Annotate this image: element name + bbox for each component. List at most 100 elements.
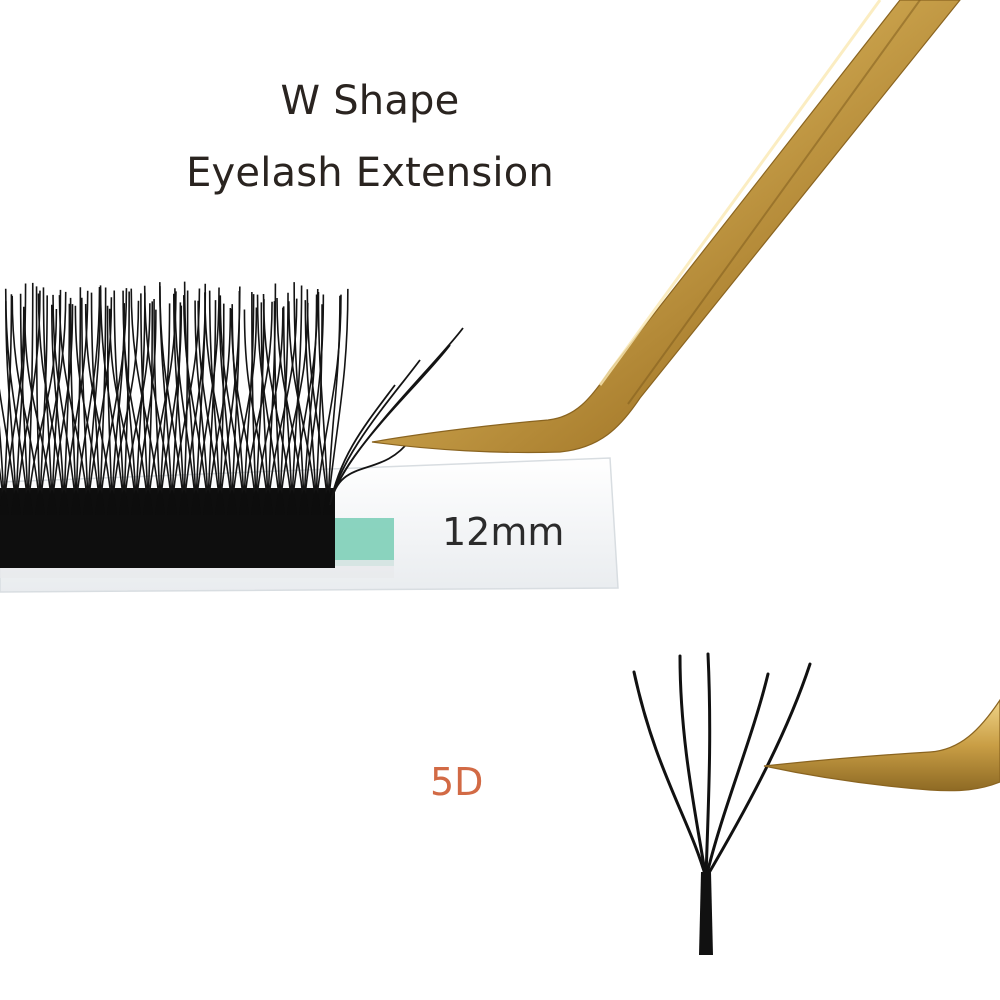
lash-fibre (243, 294, 255, 506)
lash-cluster-base (203, 490, 213, 515)
lash-fibre (75, 287, 82, 506)
lash-fan-icon (632, 652, 812, 955)
lash-fibre (195, 287, 220, 506)
lash-fibre (69, 297, 77, 506)
lash-fibre (230, 308, 257, 506)
lash-cluster-base (263, 490, 273, 515)
lash-fibre (303, 294, 318, 506)
lash-fibre (58, 295, 89, 506)
lash-fibre (74, 305, 101, 506)
lash-cluster-base (239, 490, 249, 515)
lash-cluster-base (311, 490, 321, 515)
title-line-2: Eyelash Extension (186, 150, 554, 196)
lash-fibre (108, 308, 137, 506)
lash-cluster-base (71, 490, 81, 515)
lash-fibre (23, 309, 53, 506)
lash-fibre (251, 291, 257, 506)
lash-fibre (327, 288, 349, 506)
lash-fibre (304, 300, 317, 506)
lash-row (0, 281, 464, 515)
lash-fibre (122, 306, 149, 506)
lash-fibre (282, 306, 293, 506)
lash-fibre (159, 286, 185, 506)
mint-tape (328, 518, 394, 566)
lash-cluster-base (299, 490, 309, 515)
lash-cluster-base (251, 490, 261, 515)
lash-fibre (0, 424, 5, 506)
lash-cluster-base (83, 490, 93, 515)
lash-fibre (273, 301, 281, 506)
lash-fibre (3, 306, 25, 506)
lash-fibre (153, 299, 161, 506)
lash-cluster-base (227, 490, 237, 515)
lash-cluster-base (323, 490, 333, 515)
lash-cluster-base (215, 490, 225, 515)
lash-fibre (197, 300, 221, 506)
lash-fibre (183, 290, 189, 506)
lash-fibre (75, 287, 101, 506)
lash-fibre (218, 296, 233, 506)
strip-length-label: 12mm (442, 510, 564, 554)
tweezers-icon (371, 0, 961, 454)
lash-fibre (219, 303, 225, 506)
lash-fibre (135, 292, 146, 506)
title-line-1: W Shape (280, 78, 460, 124)
lash-fibre (147, 301, 154, 506)
lash-fibre (231, 307, 258, 506)
lash-fibre (204, 292, 233, 506)
lash-fibre (207, 300, 217, 506)
lash-fibre (84, 303, 113, 506)
lash-cluster-base (131, 490, 141, 515)
lash-fibre (260, 302, 269, 506)
lash-cluster-base (11, 490, 21, 515)
lash-fibre (37, 293, 65, 506)
lash-cluster-base (107, 490, 117, 515)
lash-cluster-base (119, 490, 129, 515)
lash-fibre (306, 289, 329, 506)
lash-fibre (0, 467, 5, 506)
lash-fibre (303, 294, 325, 506)
lash-cluster-base (95, 490, 105, 515)
lash-fibre (11, 295, 41, 506)
lash-fibre (99, 285, 125, 506)
lash-fibre (194, 300, 209, 506)
lash-cluster-base (167, 490, 177, 515)
lash-fibre (130, 288, 161, 506)
lash-fibre (35, 286, 41, 506)
lash-fibre (219, 295, 245, 506)
lash-fibre (182, 295, 209, 506)
lash-fibre (174, 288, 197, 506)
lash-cluster-base (287, 490, 297, 515)
lash-fibre (50, 304, 65, 506)
lash-cluster-base (191, 490, 201, 515)
lash-fibre (135, 309, 157, 506)
lash-fibre (143, 285, 173, 506)
lash-cluster-base (275, 490, 285, 515)
lash-fibre (279, 292, 289, 506)
lash-fibre (208, 290, 221, 506)
lash-fibre (315, 304, 323, 506)
tweezers-icon-small (763, 698, 1000, 792)
lash-fibre (255, 299, 265, 506)
lash-fibre (327, 295, 341, 506)
lash-cluster-base (59, 490, 69, 515)
lash-cluster-base (35, 490, 45, 515)
lash-cluster-base (47, 490, 57, 515)
lash-fibre (63, 303, 71, 506)
lash-fibre (256, 294, 281, 506)
lash-fibre (106, 305, 113, 506)
lash-fibre-lifted (329, 439, 411, 506)
lash-fibre (288, 301, 317, 506)
lash-cluster-base (143, 490, 153, 515)
lash-fibre (183, 281, 197, 506)
lash-cluster-base (0, 490, 9, 515)
lash-cluster-base (23, 490, 33, 515)
lash-fibre (27, 309, 58, 506)
lash-fibre (172, 293, 185, 506)
lash-fibre (262, 294, 293, 506)
lash-fibre (39, 295, 48, 506)
lash-fibre (99, 287, 107, 506)
lash-cluster-base (155, 490, 165, 515)
lash-fibre (4, 288, 29, 506)
lash-fibre (87, 289, 102, 506)
